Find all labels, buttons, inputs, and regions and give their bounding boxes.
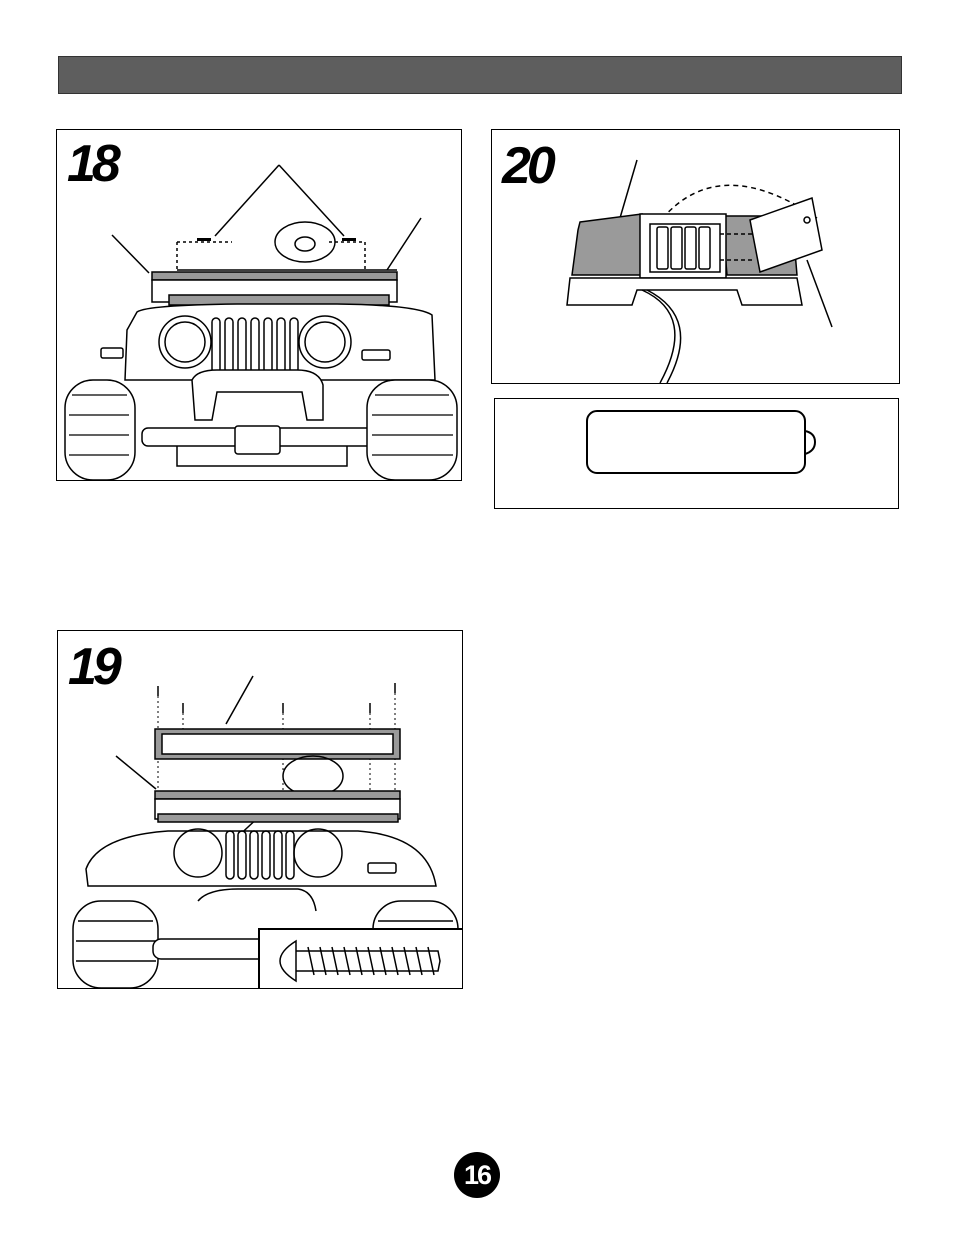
step-19-illustration bbox=[58, 631, 462, 988]
step-19-panel: 19 bbox=[57, 630, 463, 989]
step-20-illustration bbox=[492, 130, 899, 383]
battery-pack-icon bbox=[495, 399, 898, 508]
note-callout-box bbox=[494, 398, 899, 509]
step-18-panel: 18 bbox=[56, 129, 462, 481]
page-number-badge: 16 bbox=[454, 1152, 500, 1198]
step-18-illustration bbox=[57, 130, 461, 480]
section-header-bar bbox=[58, 56, 902, 94]
step-20-panel: 20 bbox=[491, 129, 900, 384]
pointer-line-left bbox=[215, 165, 279, 236]
